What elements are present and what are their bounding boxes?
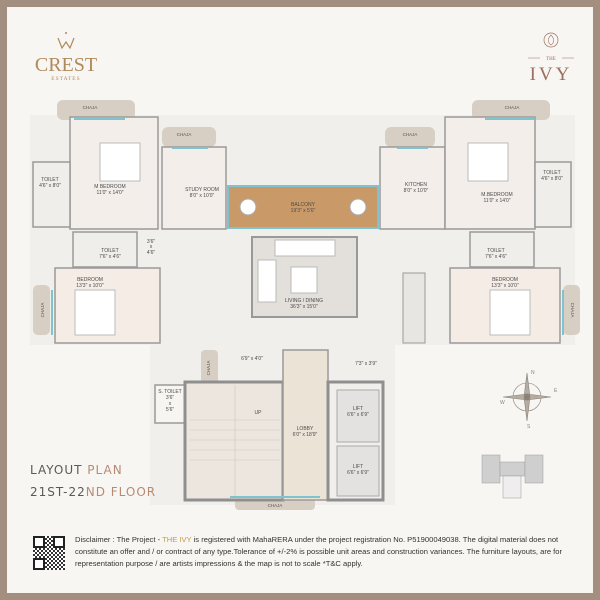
room-name: LIFT — [353, 464, 363, 470]
room-size: x — [169, 401, 172, 407]
heading-part: PLAN — [87, 463, 123, 477]
room-size: 36'3" x 15'0" — [290, 304, 318, 310]
room-name: M BEDROOM — [94, 184, 125, 190]
room-size: 4'6" x 8'0" — [541, 176, 563, 182]
room-name: BALCONY — [291, 202, 316, 208]
heading-part: ND FLOOR — [85, 485, 157, 499]
heading-part: 21ST-22 — [30, 485, 86, 499]
chaja-label: CHAJA — [177, 132, 192, 137]
chaja-label: CHAJA — [268, 503, 283, 508]
dining-table — [402, 272, 426, 344]
ivy-logo-text: IVY — [530, 64, 573, 85]
room-name: TOILET — [487, 248, 504, 254]
compass-e: E — [554, 388, 558, 394]
windows — [51, 118, 564, 498]
estates-logo-text: ESTATES — [51, 76, 80, 82]
room-size: 5'6" — [166, 407, 175, 413]
room-name: M.BEDROOM — [481, 192, 512, 198]
room-name: KITCHEN — [405, 182, 427, 188]
sofa — [274, 239, 336, 257]
room-name: TOILET — [41, 177, 58, 183]
disclaimer-text: is registered with MahaRERA under the pr… — [75, 535, 563, 568]
room-name: BEDROOM — [492, 277, 518, 283]
sofa — [257, 259, 277, 303]
room-size: 19'3" x 5'6" — [291, 208, 316, 214]
room-name: TOILET — [101, 248, 118, 254]
room-name: LIFT — [353, 406, 363, 412]
project-name: THE IVY — [162, 535, 192, 544]
room-name: S. TOILET — [158, 389, 181, 395]
room-name: TOILET — [543, 170, 560, 176]
room-name: BEDROOM — [77, 277, 103, 283]
compass-n: N — [531, 370, 535, 376]
room-size: 8'0" x 10'0" — [190, 193, 215, 199]
disclaimer-prefix: Disclaimer : The Project - — [75, 535, 163, 544]
room-name: STUDY ROOM — [185, 187, 219, 193]
qr-code[interactable] — [33, 536, 65, 570]
layout-plan-heading: LAYOUT PLAN — [30, 463, 123, 477]
lift-car — [336, 389, 380, 443]
chaja-label: CHAJA — [40, 303, 45, 318]
ivy-prefix: THE — [546, 57, 556, 62]
balcony-chair — [349, 198, 367, 216]
room-name: LOBBY — [297, 426, 314, 432]
beds — [74, 142, 531, 336]
room-size: 7'3" x 3'9" — [355, 361, 377, 367]
lift-car — [336, 445, 380, 497]
room-size: 11'0" x 14'0" — [96, 190, 123, 196]
room-size: 13'3" x 10'0" — [76, 283, 104, 289]
disclaimer: Disclaimer : The Project - THE IVY is re… — [75, 534, 580, 570]
staircase — [190, 385, 280, 498]
heading-part: LAYOUT — [30, 463, 88, 477]
room-size: x — [150, 244, 153, 250]
room-size: 13'3" x 10'0" — [491, 283, 519, 289]
chaja-label: CHAJA — [403, 132, 418, 137]
balcony-chair — [239, 198, 257, 216]
coffee-table — [290, 266, 318, 294]
room-size: 6'0" x 18'9" — [293, 432, 318, 438]
crest-logo-text: CREST — [35, 54, 97, 76]
room-size: 4'6" — [147, 250, 156, 256]
compass-icon: N E S W — [500, 370, 558, 430]
chaja-label: CHAJA — [206, 361, 211, 376]
room-size: 7'6" x 4'6" — [99, 254, 121, 260]
room-size: 8'0" x 10'0" — [404, 188, 429, 194]
the-ivy-logo: THE IVY — [528, 32, 574, 85]
floor-heading: 21ST-22ND FLOOR — [30, 485, 156, 499]
room-name: LIVING / DINING — [285, 298, 323, 304]
room-size: 4'6" x 8'0" — [39, 183, 61, 189]
key-plan — [481, 454, 544, 499]
room-size: 6'6" x 6'9" — [347, 412, 369, 418]
chaja-label: CHAJA — [570, 303, 575, 318]
room-size: 6'9" x 4'0" — [241, 356, 263, 362]
chaja-label: CHAJA — [83, 105, 98, 110]
compass-w: W — [500, 400, 505, 406]
room-size: 3'6" — [147, 239, 156, 245]
room-size: 7'6" x 4'6" — [485, 254, 507, 260]
room-size: 6'6" x 6'9" — [347, 470, 369, 476]
room-size: 3'6" — [166, 395, 175, 401]
stair-label: UP — [255, 410, 263, 416]
chaja-label: CHAJA — [505, 105, 520, 110]
crest-estates-logo: CREST ESTATES — [35, 32, 97, 82]
room-labels: TOILET 4'6" x 8'0" M BEDROOM 11'0" x 14'… — [39, 170, 563, 476]
room-size: 11'0" x 14'0" — [483, 198, 510, 204]
compass-s: S — [527, 424, 531, 430]
